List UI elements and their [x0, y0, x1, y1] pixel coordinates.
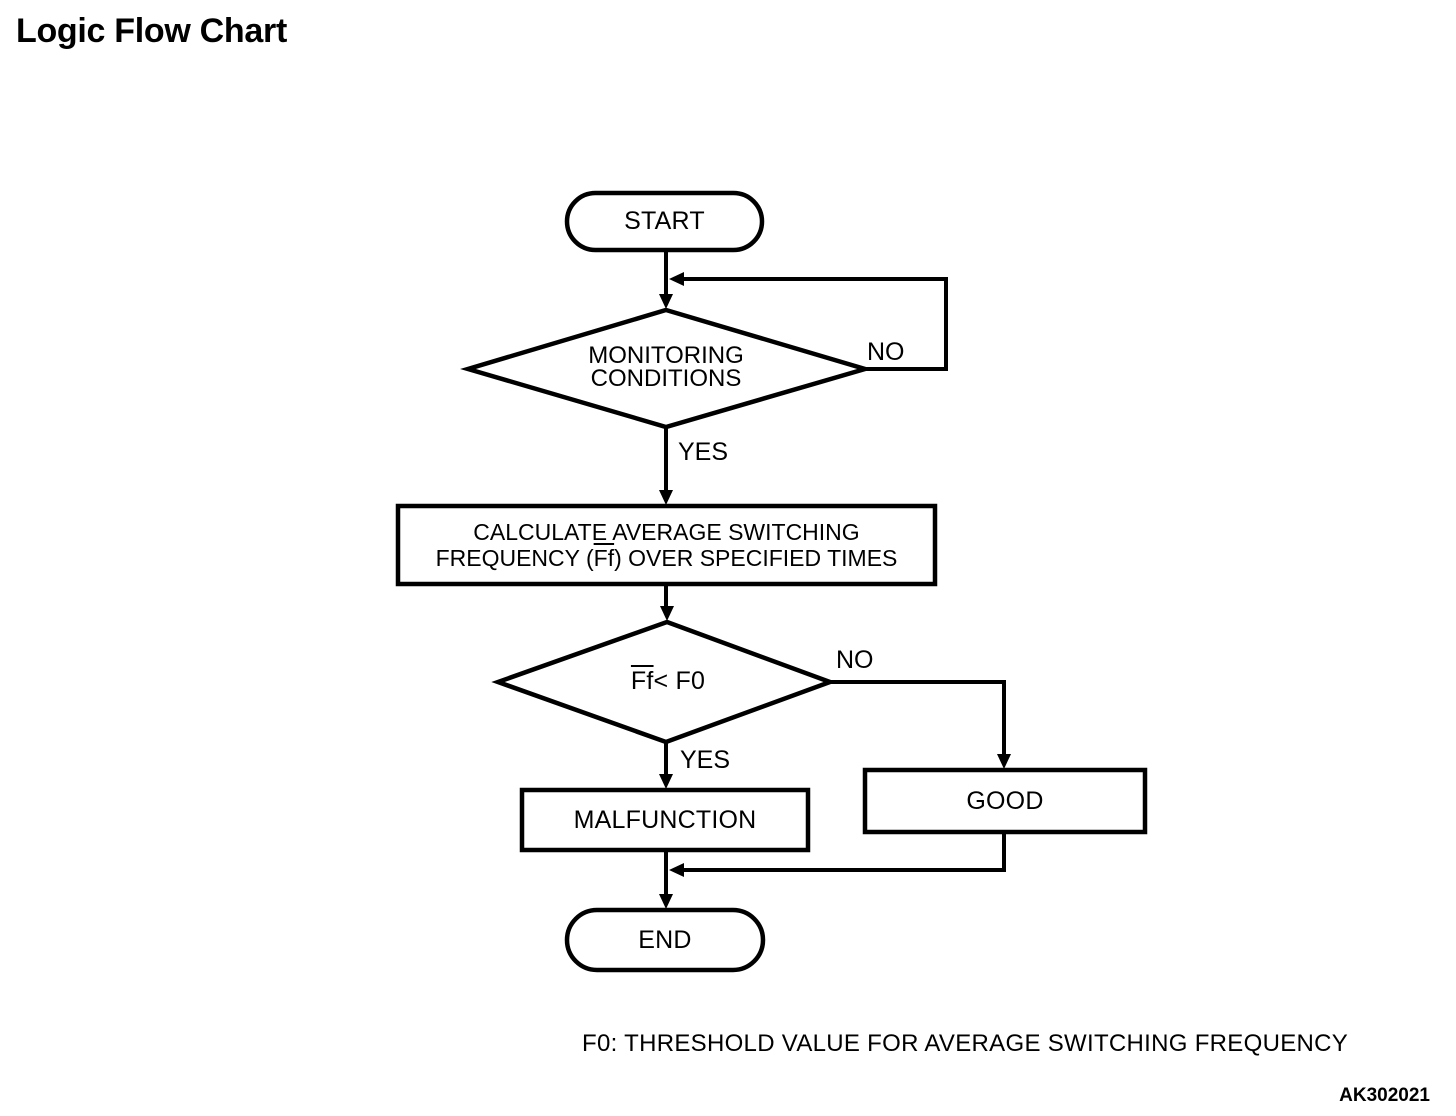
calculate-process-shape [395, 503, 938, 587]
edge-label-monitoring-yes: YES [678, 438, 729, 466]
arrowhead-down-icon [659, 490, 673, 505]
edge-label-ff-no: NO [836, 646, 874, 674]
connector-ff-to-good [830, 680, 1006, 756]
figure-code: AK302021 [1339, 1085, 1430, 1106]
malfunction-node-label: MALFUNCTION [573, 805, 757, 834]
calculate-line2-suffix: ) OVER SPECIFIED TIMES [614, 545, 898, 571]
threshold-footnote: F0: THRESHOLD VALUE FOR AVERAGE SWITCHIN… [582, 1030, 1349, 1057]
monitoring-node-line1: MONITORING [588, 342, 744, 369]
start-terminator-shape [564, 190, 765, 253]
good-node-label: GOOD [966, 786, 1044, 815]
monitoring-node-label: MONITORING CONDITIONS [516, 342, 816, 392]
calculate-line2-prefix: FREQUENCY ( [435, 545, 594, 571]
start-node-label: START [624, 207, 705, 235]
calculate-node-line2: FREQUENCY (Ff) OVER SPECIFIED TIMES [436, 545, 898, 571]
end-node-label: END [638, 925, 692, 954]
arrowhead-down-icon [997, 754, 1011, 769]
arrowhead-down-icon [659, 774, 673, 789]
monitoring-decision-shape [460, 307, 873, 430]
edge-label-monitoring-no: NO [867, 338, 905, 366]
malfunction-process-shape [519, 787, 811, 853]
connector-good-to-join [684, 832, 1006, 872]
ff-overline: Ff [630, 666, 654, 695]
ff-rest: < F0 [653, 666, 706, 695]
arrowhead-down-icon [660, 606, 674, 621]
ff-decision-shape [491, 619, 837, 745]
arrowhead-left-icon [669, 863, 684, 877]
end-terminator-shape [564, 907, 766, 973]
page-title: Logic Flow Chart [16, 12, 287, 50]
connector-no-loop [684, 277, 948, 371]
edge-label-ff-yes: YES [680, 746, 731, 774]
good-process-shape [862, 767, 1148, 835]
calculate-node-line1: CALCULATE AVERAGE SWITCHING [473, 519, 860, 545]
arrowhead-left-icon [669, 272, 684, 286]
calculate-node-label: CALCULATE AVERAGE SWITCHING FREQUENCY (F… [398, 506, 935, 584]
ff-node-label: Ff < F0 [564, 656, 772, 706]
arrowhead-down-icon [659, 894, 673, 909]
arrowhead-down-icon [659, 294, 673, 309]
monitoring-node-line2: CONDITIONS [590, 365, 742, 392]
calculate-line2-overline-ff: Ff [593, 545, 615, 571]
